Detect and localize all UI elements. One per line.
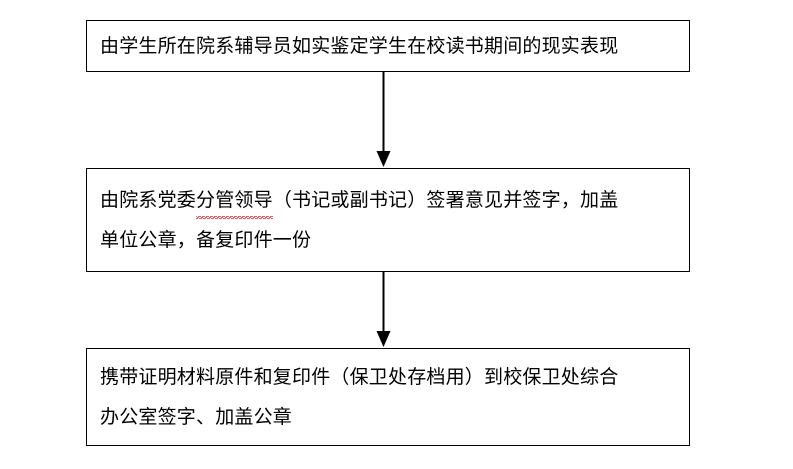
step-3-line-2: 办公室签字、加盖公章 [100, 406, 293, 428]
step-3-line-1: 携带证明材料原件和复印件（保卫处存档用）到校保卫处综合 [100, 366, 619, 388]
flow-arrow-down-2 [376, 272, 391, 347]
step-2-line-1-after: （书记或副书记）签署意见并签字，加盖 [272, 189, 619, 211]
flow-arrow-down-1 [376, 72, 391, 167]
flowchart-step-box-1: 由学生所在院系辅导员如实鉴定学生在校读书期间的现实表现 [86, 20, 690, 72]
step-2-line-2: 单位公章，备复印件一份 [100, 229, 312, 251]
step-2-line-1-before: 由院系党委 [100, 189, 197, 211]
spellcheck-underlined-text: 分管领导 [196, 180, 273, 220]
flowchart-step-box-2: 由院系党委分管领导（书记或副书记）签署意见并签字，加盖 单位公章，备复印件一份 [86, 168, 690, 272]
step-1-line-1: 由学生所在院系辅导员如实鉴定学生在校读书期间的现实表现 [100, 35, 619, 57]
flowchart-step-box-3: 携带证明材料原件和复印件（保卫处存档用）到校保卫处综合 办公室签字、加盖公章 [86, 348, 690, 446]
step-2-line-1: 由院系党委分管领导（书记或副书记）签署意见并签字，加盖 [100, 180, 676, 220]
